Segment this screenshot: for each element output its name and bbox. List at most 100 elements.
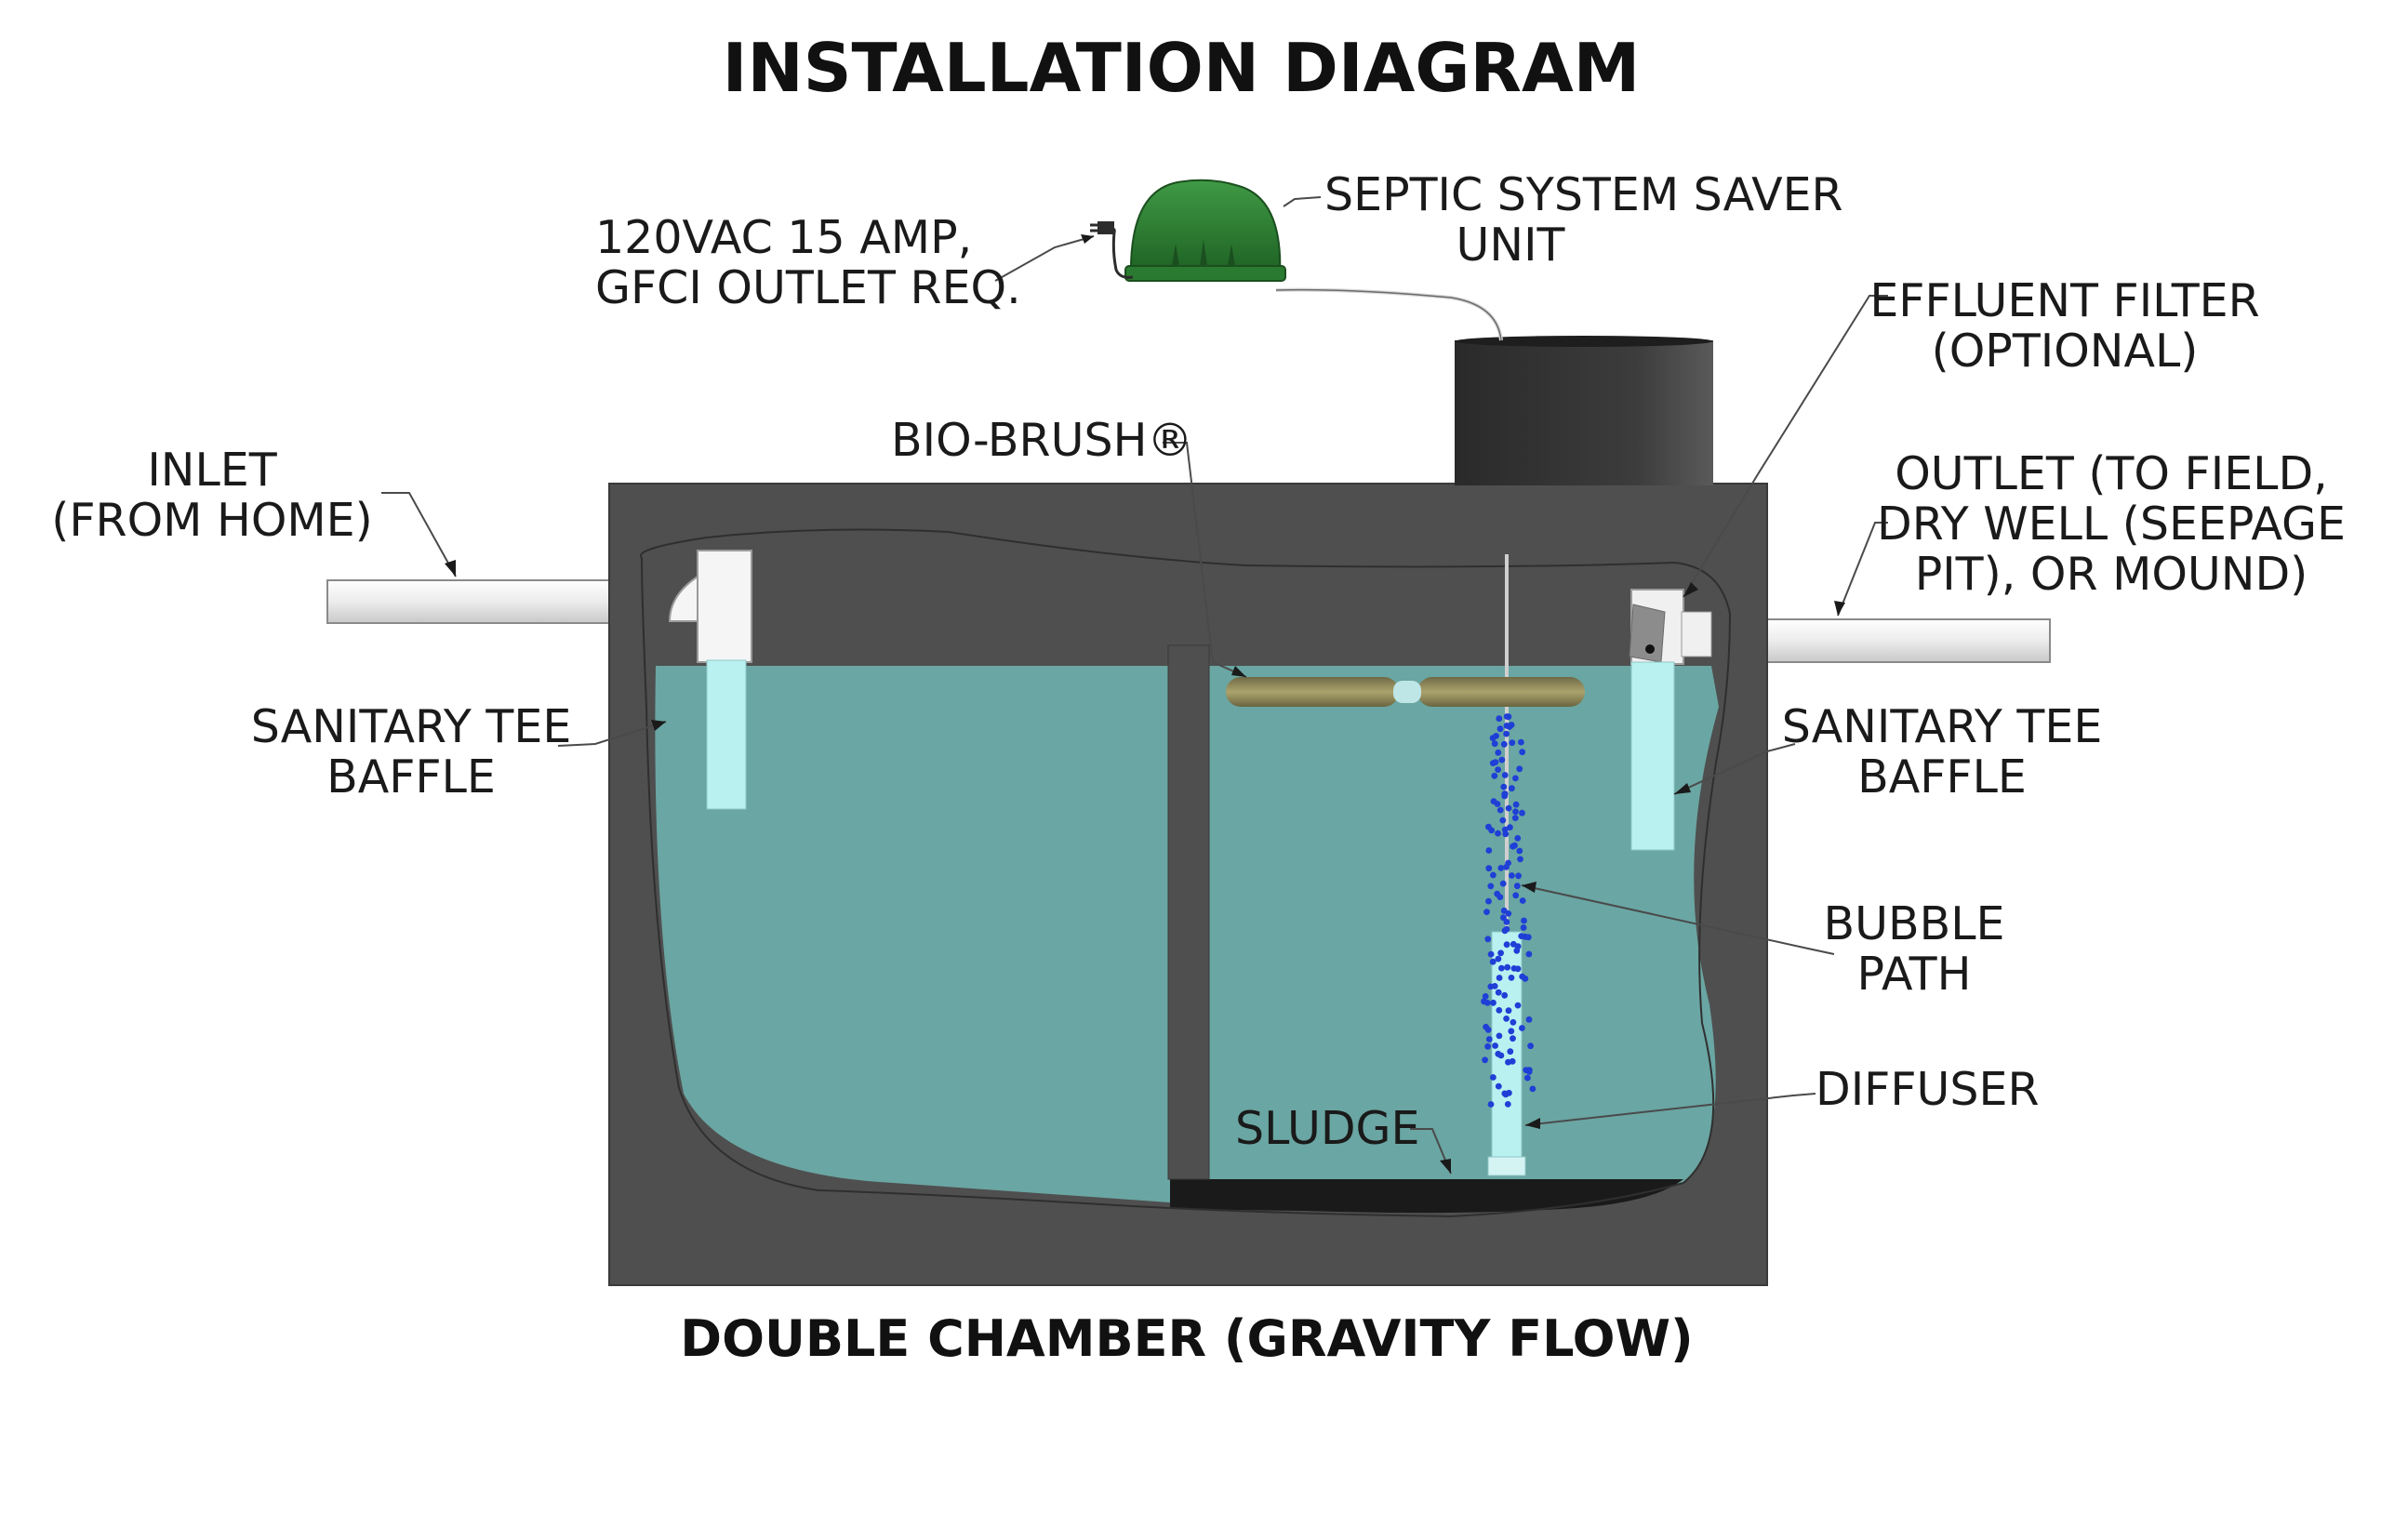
left-sanitary-tee [668,550,752,810]
right-sanitary-tee [1629,589,1712,851]
bubble-dot [1496,975,1503,981]
label-biobrush: BIO-BRUSH® [891,414,1192,467]
leader-diffuser [1524,1093,1816,1126]
bubble-dot [1496,1007,1503,1014]
bubble-dot [1505,910,1512,917]
bubble-dot [1510,1018,1517,1026]
bubble-dot [1503,1016,1510,1022]
bubble-dot [1496,1032,1503,1040]
bubble-path [1481,713,1536,1108]
bubble-dot [1496,806,1504,814]
bubble-dot [1502,1091,1510,1098]
bubble-dot [1519,1025,1525,1031]
bubble-dot [1519,809,1525,816]
bubble-dot [1499,880,1507,887]
bubble-dot [1500,783,1508,790]
label-power-line1: 120VAC 15 AMP, [595,211,972,264]
bubble-dot [1490,798,1497,804]
label-bubble-line1: BUBBLE [1824,897,2005,950]
bubble-dot [1520,924,1527,931]
leader-tee-right [1673,743,1796,795]
tank-riser [1455,340,1713,485]
label-tee-right-line2: BAFFLE [1857,750,2027,803]
bubble-dot [1508,975,1515,981]
bubble-dot [1484,1026,1492,1033]
bio-brush [1226,677,1585,707]
leader-biobrush [1163,442,1247,678]
bubble-dot [1488,827,1496,834]
bubble-dot [1511,815,1519,821]
label-unit-line1: SEPTIC SYSTEM SAVER [1324,168,1843,221]
bubble-dot [1505,1007,1512,1015]
bubble-dot [1494,890,1501,897]
bubble-dot [1492,1042,1498,1049]
bubble-dot [1495,955,1502,962]
label-sludge: SLUDGE [1235,1102,1420,1155]
bubble-dot [1495,989,1502,996]
bubble-dot [1510,1035,1516,1042]
tank-riser-top [1455,336,1713,347]
label-bubble-line2: PATH [1857,948,1972,1001]
bubble-dot [1519,897,1526,904]
inlet-pipe [326,579,613,624]
bubble-dot [1529,1085,1536,1093]
bubble-dot [1503,919,1510,925]
bubble-dot [1484,1042,1491,1050]
bubble-dot [1484,936,1492,943]
label-outlet-line3: PIT), OR MOUND) [1915,548,2308,601]
label-filter-line2: (OPTIONAL) [1932,325,2199,378]
bubble-dot [1490,1074,1496,1081]
bubble-dot [1509,785,1515,792]
bubble-dot [1491,772,1498,779]
outlet-pipe [1764,618,2051,663]
bubble-dot [1502,830,1510,838]
bubble-dot [1495,830,1501,837]
bubble-dot [1489,735,1496,741]
bubble-dot [1489,760,1496,766]
bubble-dot [1523,1067,1530,1073]
bubble-dot [1489,958,1496,965]
bubble-dot [1482,993,1489,1000]
label-tee-left-line1: SANITARY TEE [251,700,572,753]
bubble-dot [1521,917,1527,924]
leader-tee-left [557,721,667,747]
power-plug-icon [1090,221,1114,234]
bubble-dot [1519,749,1526,756]
bubble-dot [1525,1016,1533,1023]
bubble-dot [1508,1028,1515,1035]
bubble-dot [1524,934,1532,941]
bubble-dot [1509,739,1516,747]
leader-bubble [1521,884,1835,955]
bubble-dot [1491,740,1498,748]
bubble-dot [1512,775,1519,782]
bubble-dot [1481,998,1487,1005]
label-outlet-line2: DRY WELL (SEEPAGE [1877,498,2346,551]
bubble-dot [1507,824,1513,830]
bubble-dot [1503,730,1510,737]
leader-lines [381,196,1888,1175]
leader-unit [1283,196,1322,207]
bubble-dot [1522,976,1529,982]
label-inlet-line1: INLET [147,444,277,497]
tank-outline-curve [639,528,1732,1218]
leader-outlet [1837,522,1888,617]
bubble-dot [1500,740,1508,748]
bubble-dot [1527,1042,1534,1050]
bubble-dot [1509,872,1515,879]
label-tee-left-line2: BAFFLE [326,750,496,803]
bubble-dot [1516,847,1523,855]
label-inlet-line2: (FROM HOME) [51,494,373,547]
bubble-dot [1514,965,1522,973]
diagram-subtitle: DOUBLE CHAMBER (GRAVITY FLOW) [680,1309,1693,1368]
bubble-dot [1497,1052,1505,1059]
bubble-dot [1516,765,1523,773]
label-diffuser: DIFFUSER [1816,1063,2040,1116]
label-tee-right-line1: SANITARY TEE [1782,700,2103,753]
label-unit-line2: UNIT [1457,219,1566,272]
bubble-dot [1500,914,1507,922]
bubble-dot [1513,883,1521,890]
bubble-dot [1499,816,1507,824]
bubble-dot [1504,963,1511,971]
leader-power [994,235,1095,282]
